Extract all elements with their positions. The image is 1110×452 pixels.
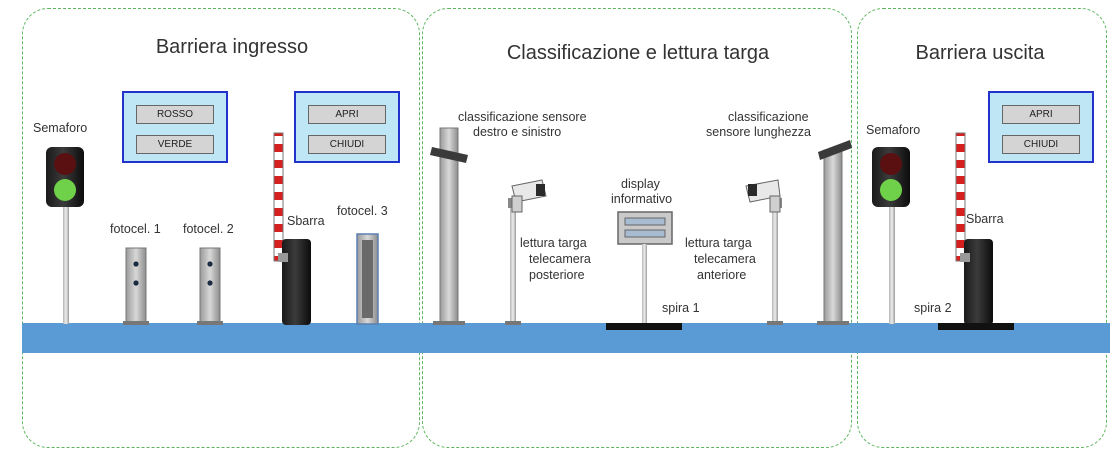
label-fotocel-1: fotocel. 1 [110,222,161,236]
label-telecamera-anteriore-3: anteriore [697,268,747,282]
display-informativo [606,211,682,330]
fotocellula-3 [356,233,379,325]
button-apri[interactable]: APRI [308,105,386,124]
zone-barriera-uscita [857,8,1107,448]
label-telecamera-posteriore-2: telecamera [529,252,591,266]
button-chiudi[interactable]: CHIUDI [308,135,386,154]
title-barriera-ingresso: Barriera ingresso [155,36,309,58]
label-semaforo-uscita: Semaforo [866,123,921,137]
traffic-light-uscita [872,147,910,324]
telecamera-anteriore [745,179,783,325]
label-telecamera-anteriore-1: lettura targa [685,236,752,250]
fotocellula-2 [197,247,223,325]
telecamera-posteriore [505,179,547,325]
sbarra-ingresso [273,132,311,325]
label-classificazione-sx-1: classificazione sensore [458,110,587,124]
label-classificazione-sx-2: destro e sinistro [473,125,562,139]
title-barriera-uscita: Barriera uscita [915,42,1045,64]
road [22,323,1110,353]
button-rosso[interactable]: ROSSO [136,105,214,124]
label-fotocel-3: fotocel. 3 [337,204,388,218]
label-telecamera-anteriore-2: telecamera [694,252,756,266]
label-semaforo-ingresso: Semaforo [33,121,88,135]
sbarra-uscita [938,132,1014,330]
zone-barriera-ingresso [22,8,420,448]
panel-sbarra-ingresso: APRI CHIUDI [294,91,400,163]
label-sbarra-uscita: Sbarra [966,212,1004,226]
label-telecamera-posteriore-1: lettura targa [520,236,587,250]
panel-semaforo-ingresso: ROSSO VERDE [122,91,228,163]
title-classificazione: Classificazione e lettura targa [506,42,770,64]
button-apri[interactable]: APRI [1002,105,1080,124]
zone-classificazione [422,8,852,448]
panel-sbarra-uscita: APRI CHIUDI [988,91,1094,163]
sensore-classificazione-dx [817,140,852,325]
button-verde[interactable]: VERDE [136,135,214,154]
sensore-classificazione-sx [430,127,468,325]
label-sbarra-ingresso: Sbarra [287,214,325,228]
label-classificazione-dx-1: classificazione [728,110,809,124]
label-display-2: informativo [611,192,673,206]
label-telecamera-posteriore-3: posteriore [529,268,585,282]
traffic-light-ingresso [46,147,84,324]
label-spira-2: spira 2 [914,301,952,315]
button-chiudi[interactable]: CHIUDI [1002,135,1080,154]
label-spira-1: spira 1 [662,301,700,315]
label-classificazione-dx-2: sensore lunghezza [706,125,811,139]
label-display-1: display [621,177,660,191]
label-fotocel-2: fotocel. 2 [183,222,234,236]
fotocellula-1 [123,247,149,325]
